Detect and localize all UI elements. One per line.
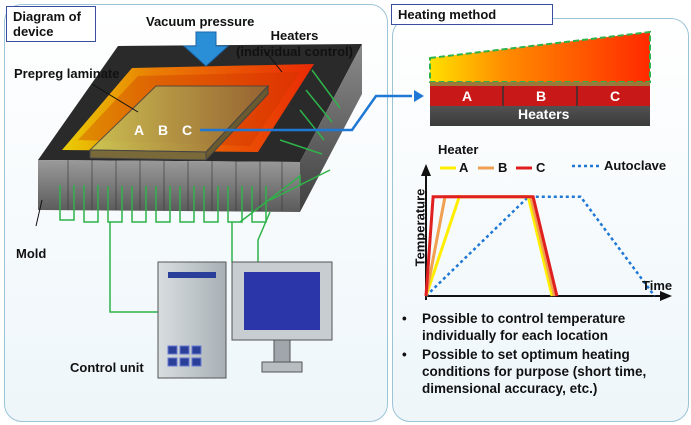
legend-a: A (459, 160, 469, 175)
heater-wires (59, 69, 341, 313)
heaters-label: Heaters (individual control) (236, 28, 353, 59)
benefit-item: • Possible to control temperature indivi… (400, 310, 688, 344)
y-axis-label: Temperature (412, 188, 428, 267)
bullet-dot: • (402, 311, 407, 326)
benefit-list: • Possible to control temperature indivi… (400, 310, 688, 399)
legend-autoclave: Autoclave (604, 158, 667, 173)
benefit-text: Possible to control temperature individu… (422, 311, 626, 343)
legend-heater-title: Heater (438, 142, 479, 157)
benefit-text: Possible to set optimum heating conditio… (422, 347, 647, 396)
mold-label: Mold (16, 246, 47, 261)
legend-c: C (536, 160, 546, 175)
benefit-item: • Possible to set optimum heating condit… (400, 346, 688, 397)
location-b-label: B (158, 122, 169, 138)
location-a-label: A (134, 122, 145, 138)
mold-front (38, 160, 300, 212)
heater-bar-a: A (462, 88, 473, 104)
heater-bar-c: C (610, 88, 621, 104)
heater-bar-b: B (536, 88, 547, 104)
series-line-autoclave (425, 195, 656, 297)
control-unit-label: Control unit (70, 360, 144, 375)
location-pointer-arrow (200, 94, 412, 132)
vacuum-arrow (182, 31, 230, 67)
x-axis-label: Time (642, 278, 673, 293)
location-c-label: C (182, 122, 193, 138)
prepreg-laminate-label: Prepreg laminate (14, 66, 120, 81)
heating-method-title: Heating method (391, 4, 553, 25)
mold-right-side (300, 44, 362, 212)
device-diagram-title: Diagram of device (6, 6, 96, 42)
legend-b: B (498, 160, 508, 175)
bullet-dot: • (402, 347, 407, 362)
heater-bar-heaters: Heaters (518, 106, 570, 122)
vacuum-pressure-label: Vacuum pressure (146, 14, 255, 29)
series-line-c (424, 195, 559, 297)
heated-laminate (429, 30, 651, 83)
